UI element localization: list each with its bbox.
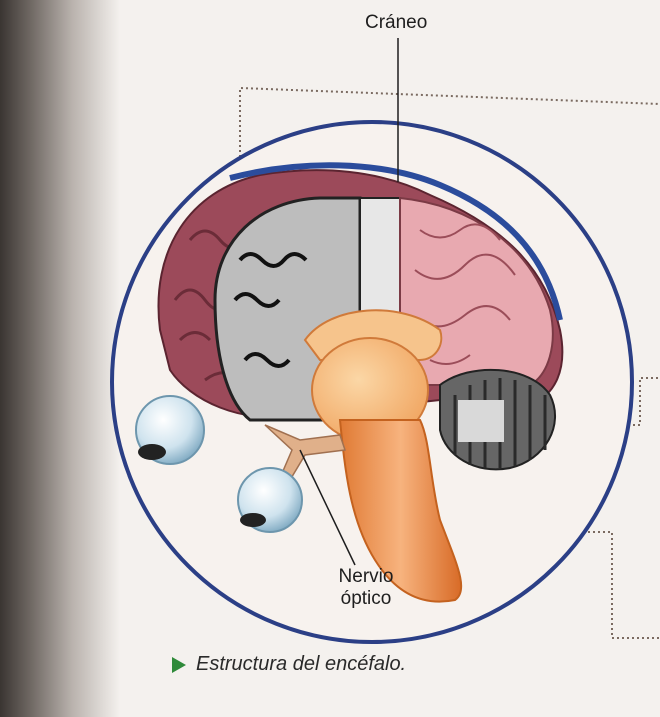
caption-arrow-icon <box>172 657 186 673</box>
label-craneo: Cráneo <box>365 12 427 34</box>
label-nervio-line1: Nervio <box>326 566 406 588</box>
label-nervio-line2: óptico <box>326 588 406 610</box>
label-nervio-optico: Nervio óptico <box>326 566 406 610</box>
figure-caption: Estructura del encéfalo. <box>196 653 406 676</box>
